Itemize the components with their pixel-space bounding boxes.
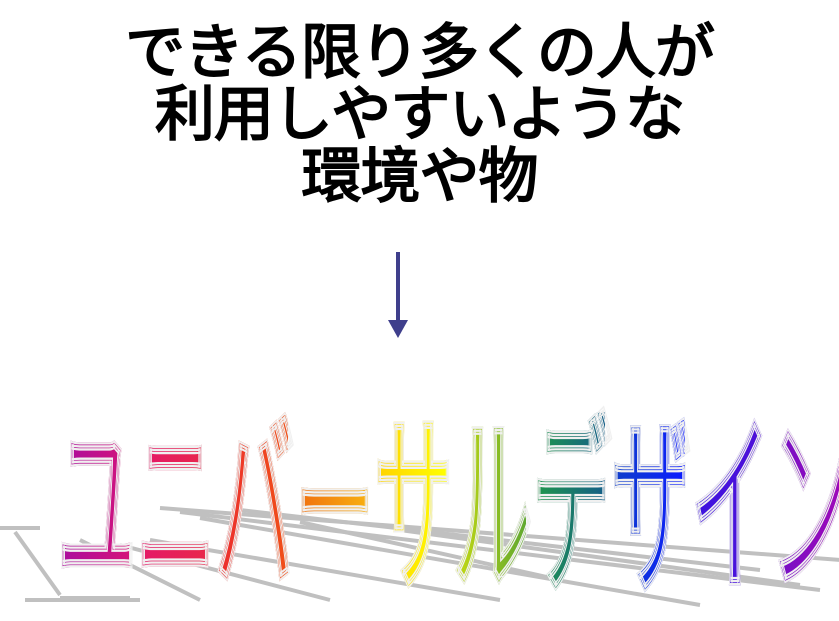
wordart-char: イ	[690, 395, 771, 621]
wordart-char: ニ	[136, 395, 217, 621]
headline-line-1: できる限り多くの人が	[125, 18, 715, 88]
wordart-char: ン	[769, 411, 839, 607]
wordart-char: バ	[215, 395, 296, 621]
headline: できる限り多くの人が 利用しやすいような 環境や物	[0, 22, 839, 208]
headline-line-3: 環境や物	[301, 142, 539, 212]
wordart-shadow	[0, 506, 839, 607]
wordart-char: ユ	[56, 395, 137, 621]
arrow-down-icon	[388, 252, 408, 338]
wordart-char: ー	[294, 395, 375, 621]
wordart-char: ザ	[611, 395, 692, 621]
wordart-title: ユ ニ バ ー サ ル デ ザ イ ン	[55, 395, 839, 621]
wordart-char: デ	[532, 395, 613, 621]
headline-line-2: 利用しやすいような	[154, 80, 685, 150]
wordart-char: ル	[453, 395, 534, 621]
wordart-char: サ	[373, 395, 454, 621]
